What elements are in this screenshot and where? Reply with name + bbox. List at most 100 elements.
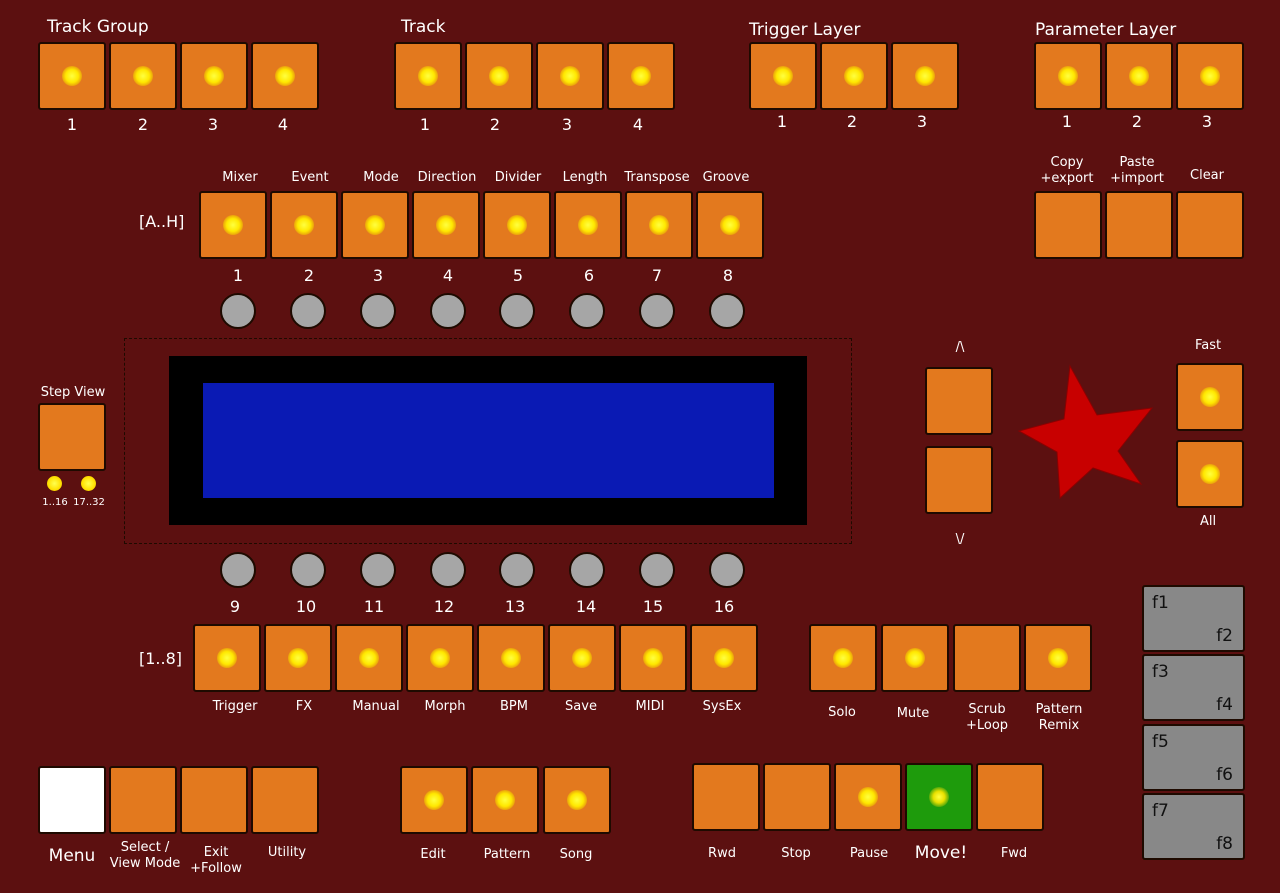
fkey-label-f8: f8	[1216, 834, 1233, 854]
function-key-f1-f2[interactable]: f1 f2	[1142, 585, 1245, 652]
rewind-button[interactable]	[692, 763, 760, 831]
paste-button[interactable]	[1105, 191, 1173, 259]
track-group-button-4[interactable]	[251, 42, 319, 110]
exit-follow-button[interactable]	[180, 766, 248, 834]
utility-button[interactable]	[251, 766, 319, 834]
gp-number-2: 2	[303, 266, 315, 285]
encoder-12[interactable]	[430, 552, 466, 588]
select-label-2: View Mode	[109, 856, 181, 871]
encoder-6[interactable]	[569, 293, 605, 329]
led	[1129, 66, 1149, 86]
menu-label: Menu	[48, 846, 96, 866]
track-group-button-3[interactable]	[180, 42, 248, 110]
track-number-2: 2	[489, 115, 501, 134]
edit-button[interactable]	[400, 766, 468, 834]
gp-button-10[interactable]	[264, 624, 332, 692]
track-group-title: Track Group	[47, 17, 149, 37]
led	[430, 648, 450, 668]
lcd-frame	[169, 356, 807, 525]
gp-number-14: 14	[575, 597, 597, 616]
encoder-13[interactable]	[499, 552, 535, 588]
move-button[interactable]	[905, 763, 973, 831]
parameter-layer-button-1[interactable]	[1034, 42, 1102, 110]
parameter-layer-number-3: 3	[1201, 112, 1213, 131]
track-group-button-2[interactable]	[109, 42, 177, 110]
track-button-3[interactable]	[536, 42, 604, 110]
encoder-9[interactable]	[220, 552, 256, 588]
led	[1048, 648, 1068, 668]
pause-button[interactable]	[834, 763, 902, 831]
function-key-f5-f6[interactable]: f5 f6	[1142, 724, 1245, 791]
encoder-2[interactable]	[290, 293, 326, 329]
stop-button[interactable]	[763, 763, 831, 831]
led	[560, 66, 580, 86]
gp-button-3[interactable]	[341, 191, 409, 259]
gp-button-5[interactable]	[483, 191, 551, 259]
encoder-7[interactable]	[639, 293, 675, 329]
copy-button[interactable]	[1034, 191, 1102, 259]
up-button[interactable]	[925, 367, 993, 435]
step-view-button[interactable]	[38, 403, 106, 471]
track-group-button-1[interactable]	[38, 42, 106, 110]
encoder-10[interactable]	[290, 552, 326, 588]
menu-button[interactable]	[38, 766, 106, 834]
encoder-8[interactable]	[709, 293, 745, 329]
encoder-1[interactable]	[220, 293, 256, 329]
mute-button[interactable]	[881, 624, 949, 692]
encoder-11[interactable]	[360, 552, 396, 588]
solo-button[interactable]	[809, 624, 877, 692]
parameter-layer-button-3[interactable]	[1176, 42, 1244, 110]
gp-number-7: 7	[651, 266, 663, 285]
trigger-layer-button-1[interactable]	[749, 42, 817, 110]
gp-button-7[interactable]	[625, 191, 693, 259]
fkey-label-f1: f1	[1152, 593, 1169, 613]
trigger-layer-button-2[interactable]	[820, 42, 888, 110]
gp-button-4[interactable]	[412, 191, 480, 259]
encoder-14[interactable]	[569, 552, 605, 588]
fkey-label-f4: f4	[1216, 695, 1233, 715]
rwd-label: Rwd	[708, 846, 736, 861]
fkey-label-f5: f5	[1152, 732, 1169, 752]
gp-button-8[interactable]	[696, 191, 764, 259]
gp-button-11[interactable]	[335, 624, 403, 692]
fast-button[interactable]	[1176, 363, 1244, 431]
led	[643, 648, 663, 668]
pattern-remix-button[interactable]	[1024, 624, 1092, 692]
gp-button-13[interactable]	[477, 624, 545, 692]
clear-button[interactable]	[1176, 191, 1244, 259]
track-button-1[interactable]	[394, 42, 462, 110]
parameter-layer-button-2[interactable]	[1105, 42, 1173, 110]
track-button-2[interactable]	[465, 42, 533, 110]
encoder-16[interactable]	[709, 552, 745, 588]
gp-button-6[interactable]	[554, 191, 622, 259]
gp-button-12[interactable]	[406, 624, 474, 692]
trigger-layer-button-3[interactable]	[891, 42, 959, 110]
gp-label-manual: Manual	[352, 699, 400, 714]
gp-number-8: 8	[722, 266, 734, 285]
song-button[interactable]	[543, 766, 611, 834]
track-button-4[interactable]	[607, 42, 675, 110]
encoder-3[interactable]	[360, 293, 396, 329]
gp-button-16[interactable]	[690, 624, 758, 692]
all-button[interactable]	[1176, 440, 1244, 508]
function-key-f7-f8[interactable]: f7 f8	[1142, 793, 1245, 860]
gp-button-1[interactable]	[199, 191, 267, 259]
encoder-5[interactable]	[499, 293, 535, 329]
forward-button[interactable]	[976, 763, 1044, 831]
down-button[interactable]	[925, 446, 993, 514]
step-view-label: Step View	[40, 385, 106, 400]
track-number-3: 3	[561, 115, 573, 134]
function-key-f3-f4[interactable]: f3 f4	[1142, 654, 1245, 721]
pattern-button[interactable]	[471, 766, 539, 834]
gp-button-14[interactable]	[548, 624, 616, 692]
gp-button-15[interactable]	[619, 624, 687, 692]
led	[572, 648, 592, 668]
encoder-15[interactable]	[639, 552, 675, 588]
select-view-mode-button[interactable]	[109, 766, 177, 834]
gp-button-2[interactable]	[270, 191, 338, 259]
scrub-loop-button[interactable]	[953, 624, 1021, 692]
red-star-icon[interactable]	[1015, 362, 1155, 502]
gp-button-9[interactable]	[193, 624, 261, 692]
gp-label-sysex: SysEx	[702, 699, 742, 714]
encoder-4[interactable]	[430, 293, 466, 329]
